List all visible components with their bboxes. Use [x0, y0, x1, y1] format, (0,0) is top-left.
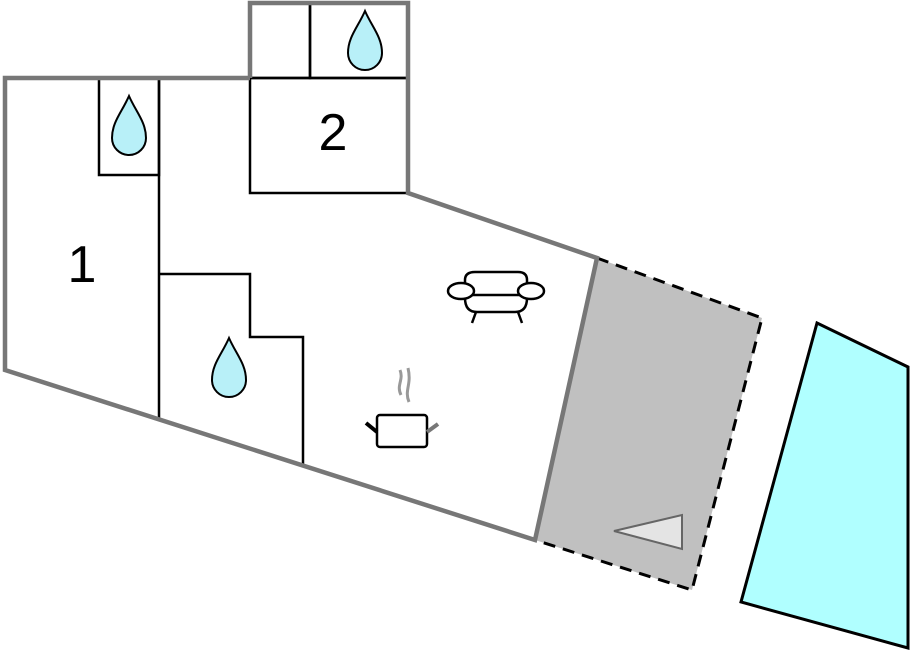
exterior-wall	[2, 0, 600, 543]
house-floor	[5, 3, 597, 540]
sofa-icon	[446, 270, 546, 324]
swimming-pool	[739, 320, 910, 650]
cooking-pot-icon	[364, 367, 440, 449]
terrace-area	[535, 258, 762, 590]
water-drop-icon	[210, 335, 248, 398]
room-label-1: 1	[68, 236, 97, 294]
room-label-2: 2	[319, 104, 348, 162]
terrace-dashed-edge	[534, 256, 764, 592]
water-drop-icon	[110, 93, 148, 156]
terrace-triangle-icon	[613, 513, 683, 551]
water-drop-icon	[346, 8, 384, 71]
